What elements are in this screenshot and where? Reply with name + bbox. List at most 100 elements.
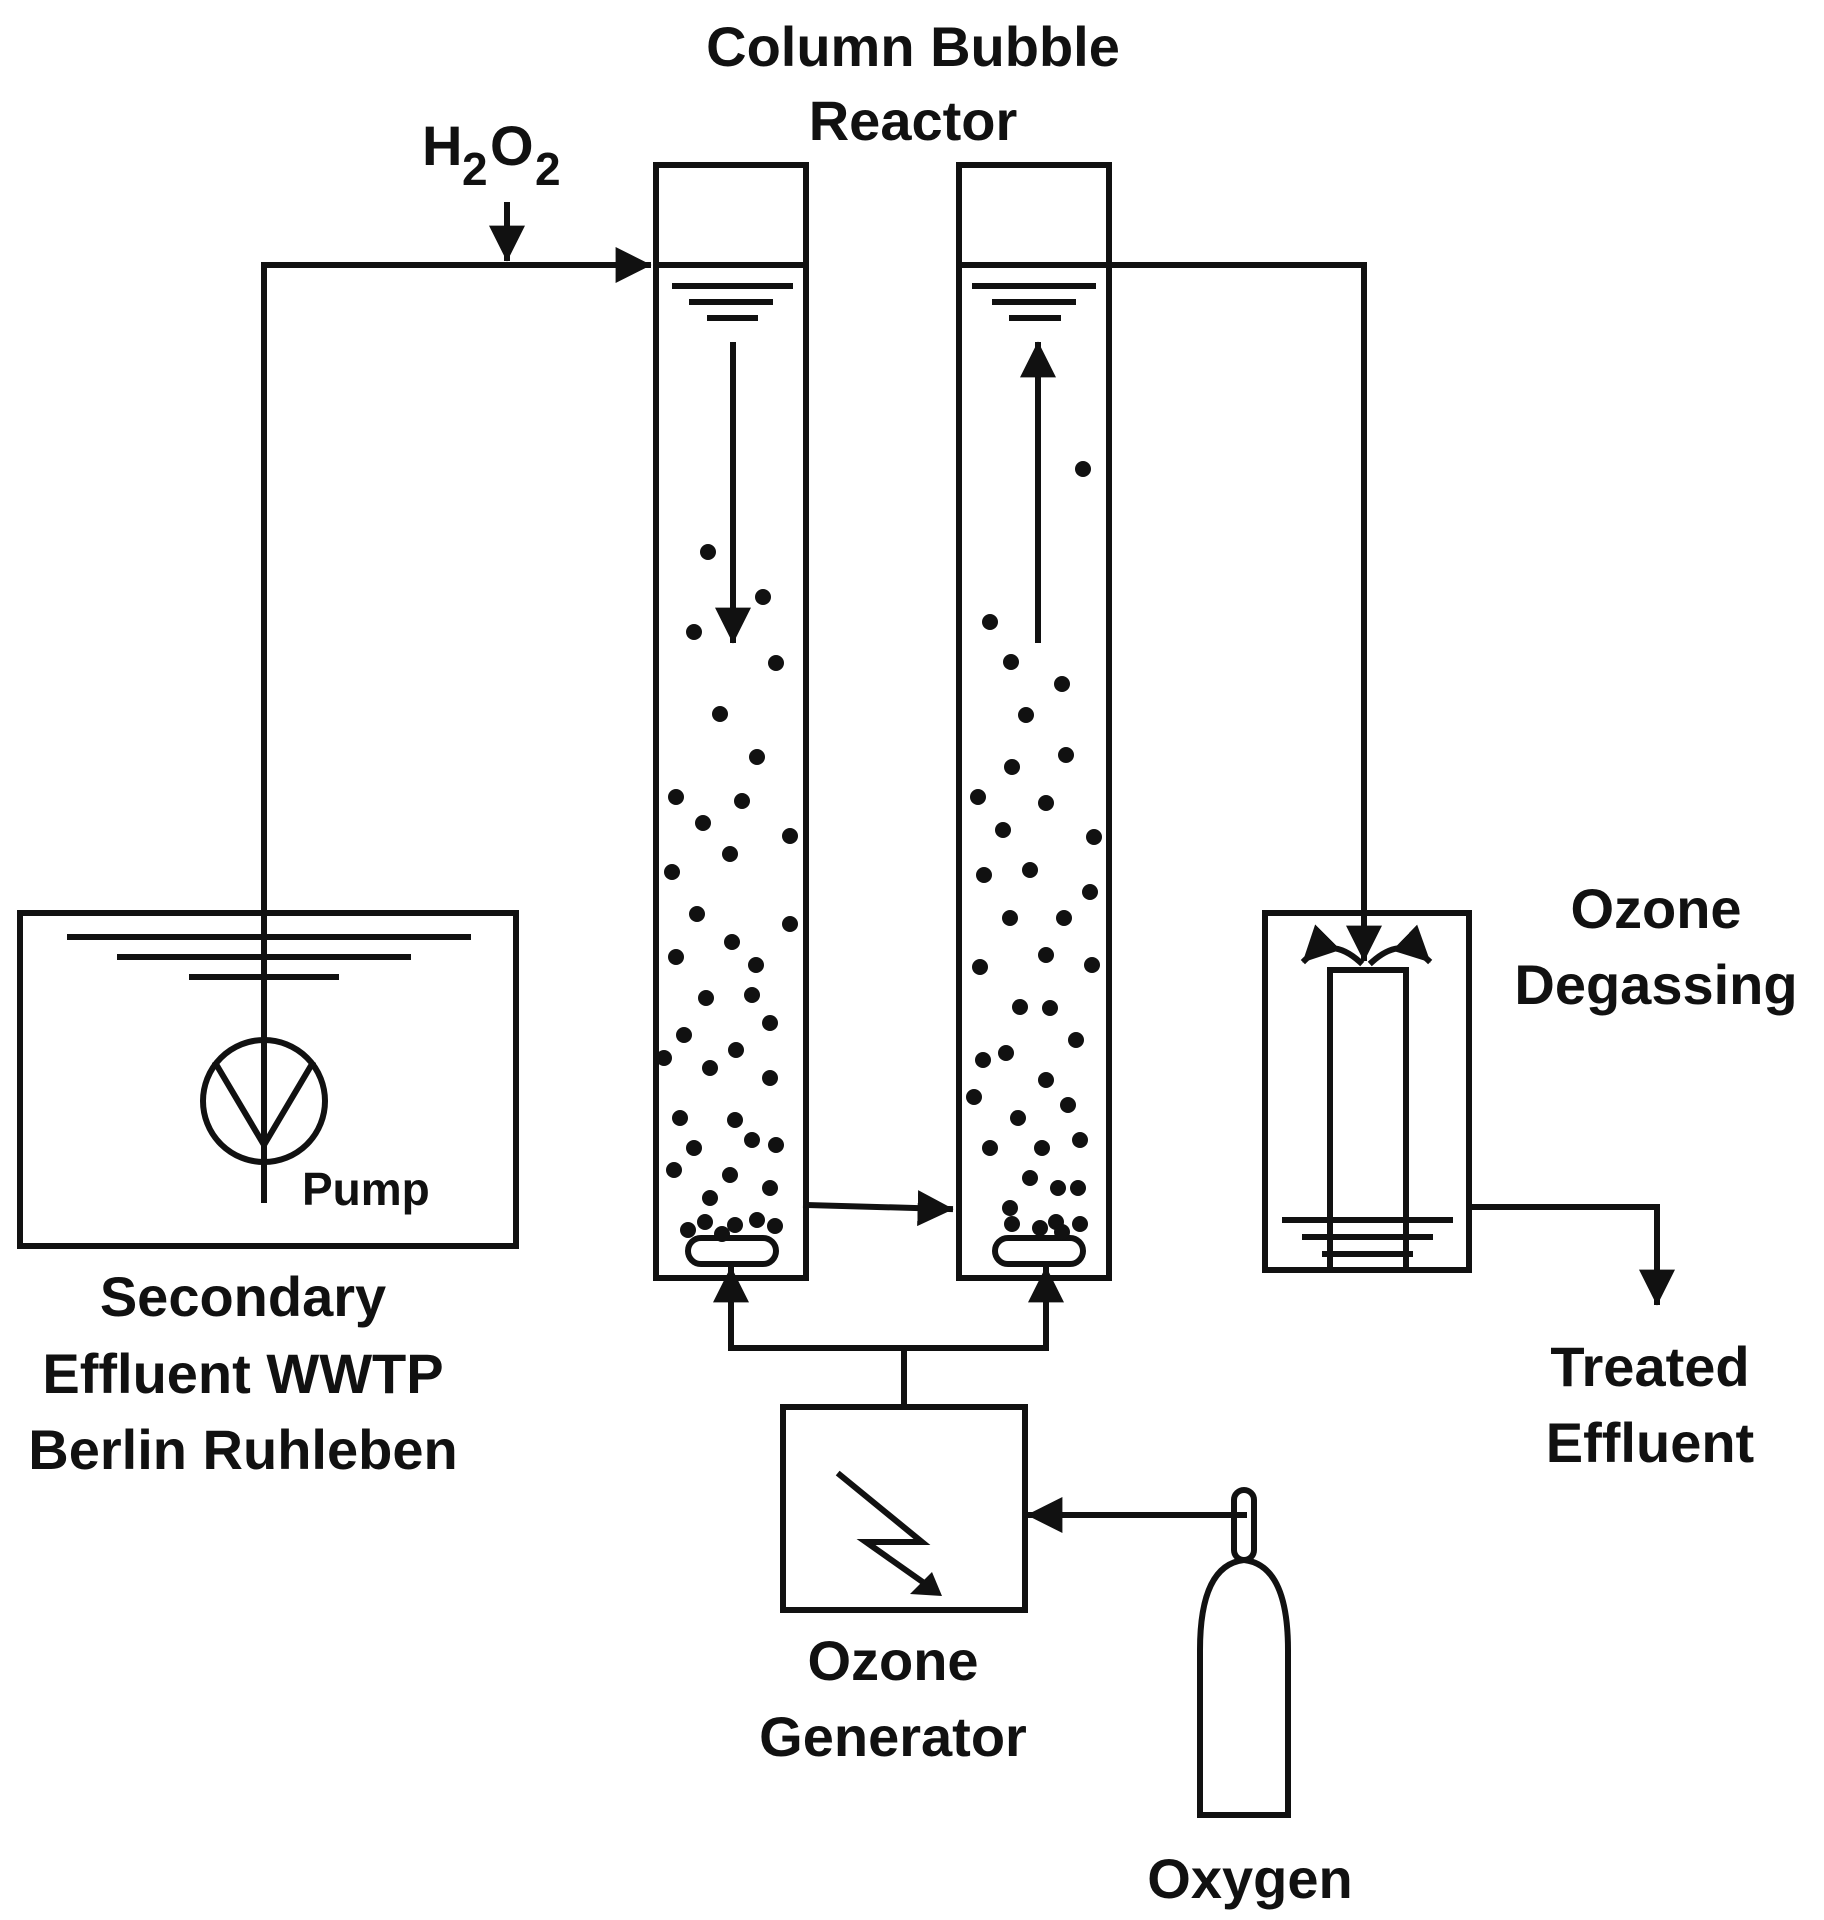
gas-bubble [1012,999,1028,1015]
transfer-pipe [802,1190,954,1227]
h2o2-o: O [490,114,534,177]
gas-bubble [782,828,798,844]
lightning-arrowhead [910,1572,942,1596]
treated-effluent-pipe [1466,1204,1675,1306]
gas-bubble [995,822,1011,838]
bubbles-column-2 [966,461,1102,1240]
gas-bubble [668,789,684,805]
gas-bubble [1010,1110,1026,1126]
gas-bubble [656,1050,672,1066]
gas-bubble [748,957,764,973]
gas-bubble [768,655,784,671]
gas-bubble [966,1089,982,1105]
gas-bubble [698,990,714,1006]
ozone-generator [780,1404,1028,1613]
oxygen-label: Oxygen [1147,1847,1352,1910]
h2o2-h: H [422,114,462,177]
generator-label-line2: Generator [759,1705,1027,1768]
gas-bubble [1084,957,1100,973]
gas-bubble [1038,947,1054,963]
gas-bubble [1022,862,1038,878]
gas-bubble [976,867,992,883]
gas-bubble [762,1070,778,1086]
source-label-line1: Secondary [100,1265,386,1328]
gas-bubble [767,1218,783,1234]
gas-bubble [1075,461,1091,477]
gas-bubble [697,1214,713,1230]
oxygen-cylinder-icon [1197,1487,1291,1818]
gas-bubble [722,846,738,862]
gas-bubble [712,706,728,722]
h2o2-sub-2: 2 [535,143,561,195]
gas-bubble [1056,910,1072,926]
gas-bubble [714,1226,730,1242]
gas-bubble [982,1140,998,1156]
gas-bubble [1038,795,1054,811]
gas-bubble [1072,1216,1088,1232]
reactor-title-line2: Reactor [809,89,1018,152]
gas-bubble [728,1042,744,1058]
gas-bubble [1042,1000,1058,1016]
gas-bubble [727,1217,743,1233]
degassing-label-line1: Ozone [1570,877,1741,940]
gas-bubble [1072,1132,1088,1148]
gas-bubble [1038,1072,1054,1088]
gas-bubble [1070,1180,1086,1196]
gas-bubble [1082,884,1098,900]
treated-label-line1: Treated [1550,1335,1749,1398]
pump-label: Pump [302,1163,430,1215]
gas-bubble [1004,759,1020,775]
degassing-flow-left [1300,924,1365,967]
bubble-column-1 [653,162,809,1281]
gas-bubble [680,1222,696,1238]
gas-bubble [727,1112,743,1128]
h2o2-label: H 2 O 2 [422,114,561,195]
gas-bubble [975,1052,991,1068]
gas-bubble [755,589,771,605]
source-label-line3: Berlin Ruhleben [28,1418,457,1481]
gas-bubble [1086,829,1102,845]
lightning-icon [835,1470,939,1595]
gas-bubble [686,1140,702,1156]
gas-bubble [724,934,740,950]
gas-bubble [1034,1140,1050,1156]
source-tank [17,910,519,1249]
gas-bubble [982,614,998,630]
reactor-title-line1: Column Bubble [706,15,1120,78]
gas-bubble [762,1180,778,1196]
gas-bubble [1050,1180,1066,1196]
gas-bubble [1022,1170,1038,1186]
gas-bubble [702,1190,718,1206]
gas-bubble [689,906,705,922]
gas-bubble [1058,747,1074,763]
gas-bubble [1002,910,1018,926]
gas-bubble [702,1060,718,1076]
gas-bubble [734,793,750,809]
gas-bubble [768,1137,784,1153]
gas-bubble [695,815,711,831]
gas-bubble [676,1027,692,1043]
source-label-line2: Effluent WWTP [42,1342,443,1405]
diffuser-2 [992,1235,1086,1267]
gas-bubble [700,544,716,560]
diffuser-1 [685,1235,779,1267]
generator-label-line1: Ozone [807,1629,978,1692]
gas-bubble [749,1212,765,1228]
gas-bubble [1018,707,1034,723]
gas-bubble [668,949,684,965]
gas-bubble [1060,1097,1076,1113]
gas-bubble [970,789,986,805]
gas-bubble [749,749,765,765]
h2o2-sub-1: 2 [462,143,488,195]
gas-bubble [782,916,798,932]
gas-bubble [998,1045,1014,1061]
bubbles-column-1 [656,544,798,1242]
treated-label-line2: Effluent [1546,1411,1754,1474]
gas-bubble [1068,1032,1084,1048]
gas-bubble [1004,1216,1020,1232]
degassing-flow-right [1367,924,1433,967]
gas-bubble [672,1110,688,1126]
gas-bubble [1002,1200,1018,1216]
